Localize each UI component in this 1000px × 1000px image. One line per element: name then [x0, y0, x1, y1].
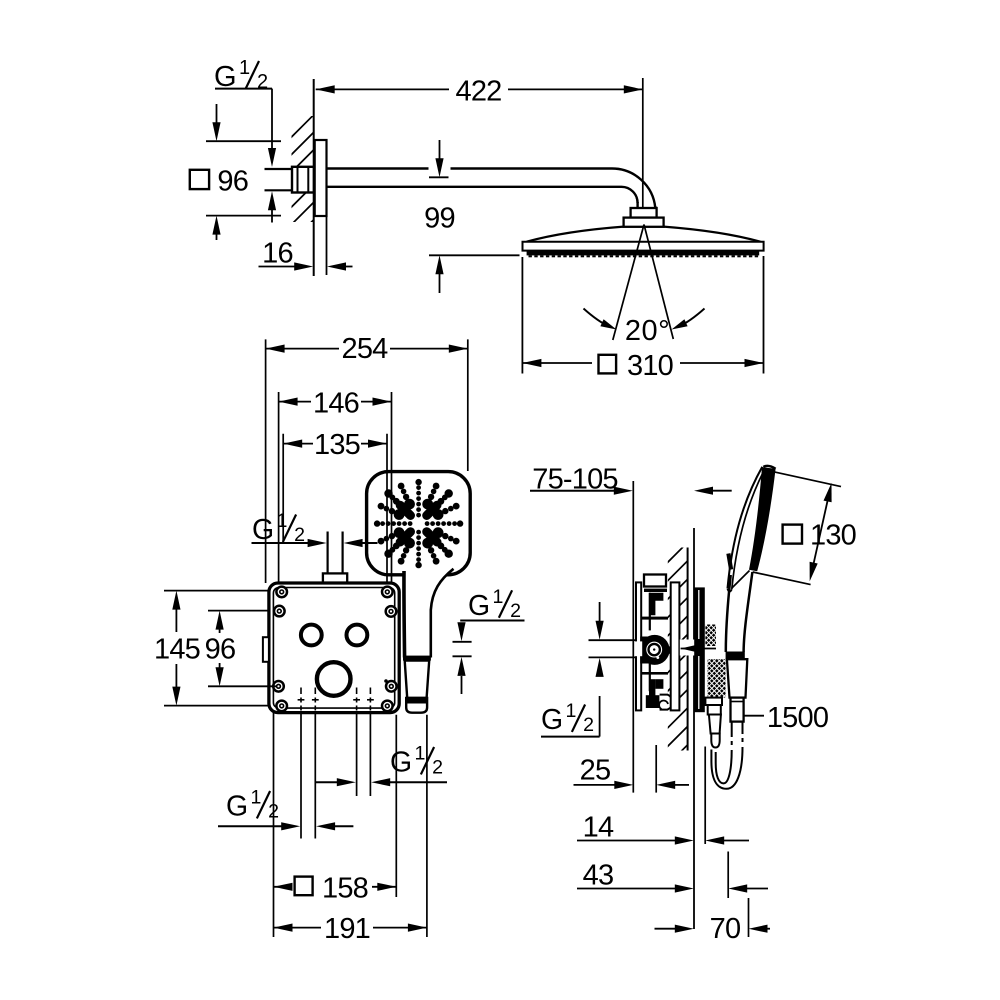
svg-text:422: 422 — [456, 75, 502, 107]
svg-text:20°: 20° — [625, 315, 670, 347]
svg-text:146: 146 — [313, 387, 359, 419]
svg-text:43: 43 — [583, 859, 614, 891]
svg-text:2: 2 — [583, 714, 594, 736]
svg-text:145: 145 — [154, 633, 200, 665]
svg-text:99: 99 — [424, 202, 455, 234]
svg-text:14: 14 — [583, 811, 614, 843]
svg-text:G: G — [468, 590, 490, 622]
svg-text:1: 1 — [493, 586, 504, 608]
svg-text:1: 1 — [277, 510, 288, 532]
svg-text:G: G — [252, 514, 274, 546]
svg-text:2: 2 — [432, 757, 443, 779]
svg-text:G: G — [390, 747, 412, 779]
svg-text:254: 254 — [342, 333, 389, 365]
svg-text:1500: 1500 — [767, 702, 828, 734]
svg-text:158: 158 — [322, 872, 368, 904]
svg-text:1: 1 — [415, 743, 426, 765]
svg-text:G: G — [214, 61, 237, 93]
svg-text:1: 1 — [251, 787, 262, 809]
svg-text:310: 310 — [627, 350, 673, 382]
svg-text:G: G — [226, 791, 248, 823]
svg-text:1: 1 — [239, 57, 250, 79]
svg-text:191: 191 — [324, 913, 370, 945]
svg-text:G: G — [541, 704, 563, 736]
svg-text:1: 1 — [566, 700, 577, 722]
svg-text:16: 16 — [262, 238, 293, 270]
svg-text:2: 2 — [510, 600, 521, 622]
svg-text:2: 2 — [294, 524, 305, 546]
svg-text:96: 96 — [205, 633, 236, 665]
svg-text:130: 130 — [810, 519, 856, 551]
svg-text:25: 25 — [580, 754, 611, 786]
svg-text:135: 135 — [314, 429, 360, 461]
svg-text:96: 96 — [217, 165, 248, 197]
svg-text:2: 2 — [257, 71, 268, 93]
svg-text:70: 70 — [710, 913, 741, 945]
